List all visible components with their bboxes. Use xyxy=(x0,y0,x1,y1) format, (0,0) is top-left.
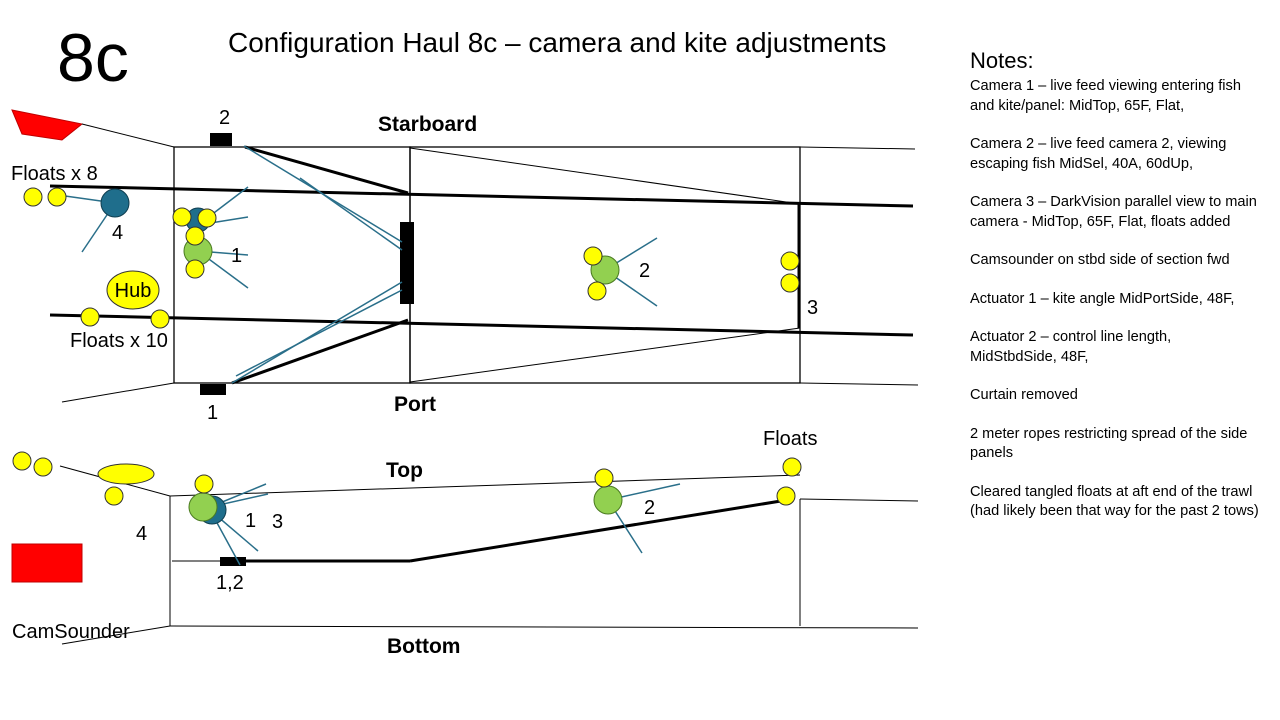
notes-panel: Notes: Camera 1 – live feed viewing ente… xyxy=(970,48,1260,541)
float-icon xyxy=(583,246,603,266)
float-icon xyxy=(776,486,796,506)
float-icon xyxy=(12,451,32,471)
diagram-title: Configuration Haul 8c – camera and kite … xyxy=(228,27,886,58)
aft-diagonal-bottom xyxy=(409,327,801,383)
floats-upper-label: Floats x 8 xyxy=(11,163,98,185)
actuator-1-label: 1 xyxy=(207,402,218,424)
notes-heading: Notes: xyxy=(970,48,1034,73)
float-icon xyxy=(594,468,614,488)
actuator-2 xyxy=(210,133,232,146)
aft-edge-bottom xyxy=(799,382,919,386)
side-forward-bottom-edge xyxy=(61,625,171,645)
float-icon xyxy=(780,273,800,293)
hub-label: Hub xyxy=(115,280,152,302)
hub-icon xyxy=(106,270,160,310)
actuator-1 xyxy=(200,384,226,395)
aft-diagonal-top xyxy=(409,147,801,205)
floats-label: Floats xyxy=(763,428,817,450)
float-icon xyxy=(185,226,205,246)
marker-3-label: 3 xyxy=(807,297,818,319)
note-floats-cleared: Cleared tangled floats at aft end of the… xyxy=(970,483,1259,520)
forward-edge-top xyxy=(81,123,175,148)
side-camera-2-label: 2 xyxy=(644,497,655,519)
float-icon xyxy=(47,187,67,207)
actuators-1-2 xyxy=(220,557,246,566)
control-rope-2 xyxy=(299,177,403,251)
float-icon xyxy=(782,457,802,477)
side-actuators-label: 1,2 xyxy=(216,572,244,594)
float-icon xyxy=(23,187,43,207)
float-icon xyxy=(197,208,217,228)
control-rope-3 xyxy=(231,281,403,384)
note-actuator-1: Actuator 1 – kite angle MidPortSide, 48F… xyxy=(970,290,1235,307)
side-aft-top-edge xyxy=(799,498,919,502)
actuator-2-label: 2 xyxy=(219,107,230,129)
note-camera-3: Camera 3 – DarkVision parallel view to m… xyxy=(970,194,1257,230)
float-icon xyxy=(185,259,205,279)
vessel-icon xyxy=(11,109,84,141)
starboard-label: Starboard xyxy=(378,113,477,136)
note-camera-2: Camera 2 – live feed camera 2, viewing e… xyxy=(970,136,1227,172)
side-camera-1-label: 1 xyxy=(245,510,256,532)
control-rope-4 xyxy=(235,289,403,377)
float-large-icon xyxy=(97,463,155,485)
float-icon xyxy=(194,474,214,494)
headline-rope xyxy=(49,184,914,208)
camera-2-label: 2 xyxy=(639,260,650,282)
footrope xyxy=(49,313,914,337)
note-camera-1: Camera 1 – live feed viewing entering fi… xyxy=(970,78,1241,114)
bottom-label: Bottom xyxy=(387,635,460,658)
note-ropes: 2 meter ropes restricting spread of the … xyxy=(970,425,1248,462)
camera-2-icon xyxy=(593,485,623,515)
note-curtain: Curtain removed xyxy=(970,387,1078,403)
note-camsounder: Camsounder on stbd side of section fwd xyxy=(970,252,1230,268)
kite-panel xyxy=(400,222,414,304)
side-top-line xyxy=(169,474,801,497)
camera-4-icon xyxy=(100,188,130,218)
note-actuator-2: Actuator 2 – control line length, MidStb… xyxy=(970,329,1172,365)
camera-1-icon xyxy=(188,492,218,522)
top-label: Top xyxy=(386,459,423,482)
side-view: Top Bottom Floats CamSounder 4 1 3 2 1,2 xyxy=(11,428,919,658)
slide-number: 8c xyxy=(57,20,129,96)
kite-line-lower xyxy=(231,318,409,385)
float-icon xyxy=(150,309,170,329)
side-bottom-line xyxy=(169,625,919,629)
camsounder-icon xyxy=(11,543,83,583)
float-icon xyxy=(172,207,192,227)
side-camera-4-label: 4 xyxy=(136,523,147,545)
plan-view: Starboard Port Floats x 8 Floats x 10 Hu… xyxy=(11,107,919,424)
float-icon xyxy=(104,486,124,506)
camera-4-label: 4 xyxy=(112,222,123,244)
side-camera-3-label: 3 xyxy=(272,511,283,533)
side-kite-line-slope xyxy=(409,498,788,563)
float-icon xyxy=(780,251,800,271)
aft-edge-top xyxy=(799,146,916,150)
kite-line-upper xyxy=(244,145,409,195)
floats-lower-label: Floats x 10 xyxy=(70,330,168,352)
float-icon xyxy=(33,457,53,477)
camsounder-label: CamSounder xyxy=(12,621,130,643)
port-label: Port xyxy=(394,393,436,416)
float-icon xyxy=(80,307,100,327)
camera-1-label: 1 xyxy=(231,245,242,267)
forward-edge-bottom xyxy=(61,382,175,403)
float-icon xyxy=(587,281,607,301)
